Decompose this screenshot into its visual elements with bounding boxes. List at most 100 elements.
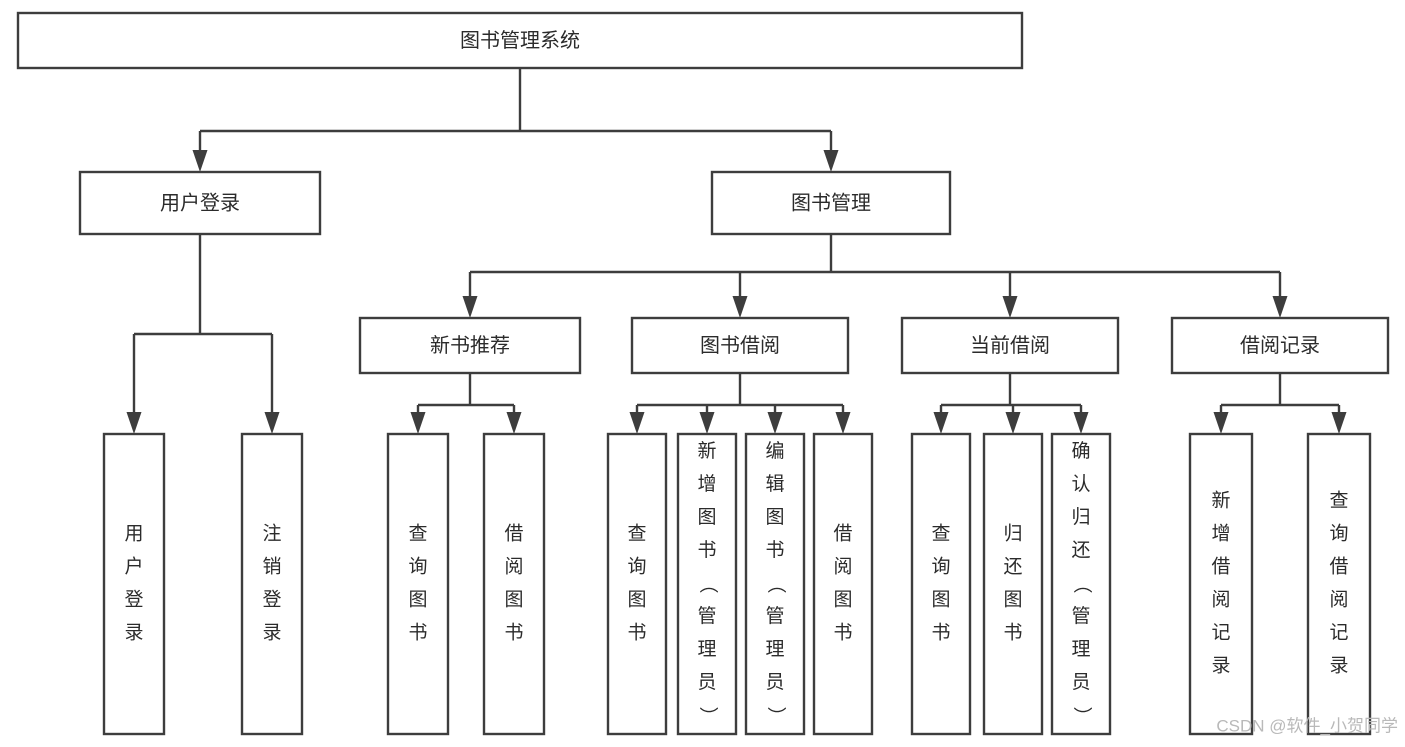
arrow-head-icon <box>629 412 645 434</box>
node-box-book-manage[interactable] <box>710 170 952 236</box>
node-box-leaf-user-login[interactable] <box>102 432 166 736</box>
connector-book-borrow <box>629 373 851 434</box>
arrow-head-icon <box>1073 412 1089 434</box>
node-box-leaf-edit-book[interactable] <box>744 432 806 736</box>
node-label-char: 询 <box>408 556 427 578</box>
node-label-char: ） <box>697 706 719 725</box>
node-label-char: 录 <box>1329 656 1348 677</box>
node-box-leaf-borrow-book-1[interactable] <box>482 432 546 736</box>
node-label-char: 销 <box>262 556 281 578</box>
node-box-leaf-user-logout[interactable] <box>240 432 304 736</box>
node-box-leaf-confirm-return[interactable] <box>1050 432 1112 736</box>
node-label-char: 书 <box>931 622 950 644</box>
node-label-char: 编 <box>765 440 784 462</box>
node-label-root: 图书管理系统 <box>460 29 580 52</box>
node-book-manage[interactable]: 图书管理 <box>710 170 952 236</box>
node-label-char: 记 <box>1329 622 1348 644</box>
node-box-user-login[interactable] <box>78 170 322 236</box>
node-layer: 图书管理系统用户登录图书管理新书推荐图书借阅当前借阅借阅记录用户登录注销登录查询… <box>16 11 1390 736</box>
node-label-char: 归 <box>1071 506 1090 528</box>
arrow-head-icon <box>1005 412 1021 434</box>
node-label-char: 用 <box>124 524 143 545</box>
connector-current-borrow <box>933 373 1089 434</box>
arrow-head-icon <box>1272 296 1288 318</box>
node-box-leaf-return-book[interactable] <box>982 432 1044 736</box>
node-label-char: 还 <box>1003 556 1022 578</box>
node-new-book-recommend[interactable]: 新书推荐 <box>358 316 582 375</box>
node-box-new-book-recommend[interactable] <box>358 316 582 375</box>
node-book-borrow[interactable]: 图书借阅 <box>630 316 850 375</box>
arrow-head-icon <box>732 296 748 318</box>
node-label-char: 员 <box>765 672 784 693</box>
node-label-char: 图 <box>931 590 950 611</box>
node-box-borrow-record[interactable] <box>1170 316 1390 375</box>
arrow-head-icon <box>699 412 715 434</box>
node-box-leaf-query-book-3[interactable] <box>910 432 972 736</box>
node-label-char: ） <box>765 706 787 725</box>
node-label-char: 书 <box>697 539 716 561</box>
arrow-head-icon <box>1002 296 1018 318</box>
node-label-char: 图 <box>627 590 646 611</box>
node-box-book-borrow[interactable] <box>630 316 850 375</box>
arrow-head-icon <box>1331 412 1347 434</box>
node-box-root[interactable] <box>16 11 1024 70</box>
node-label-char: 图 <box>697 507 716 528</box>
node-label-char: 询 <box>627 556 646 578</box>
node-label-borrow-record: 借阅记录 <box>1240 334 1320 357</box>
connector-book-manage <box>462 234 1288 318</box>
arrow-head-icon <box>835 412 851 434</box>
node-current-borrow[interactable]: 当前借阅 <box>900 316 1120 375</box>
connector-user-login <box>126 234 280 434</box>
node-box-leaf-query-borrow-record[interactable] <box>1306 432 1372 736</box>
node-label-char: 理 <box>765 639 784 660</box>
node-label-char: 增 <box>697 473 716 495</box>
node-leaf-user-login[interactable]: 用户登录 <box>102 432 166 736</box>
node-label-char: 借 <box>1329 556 1348 578</box>
node-box-leaf-borrow-book-2[interactable] <box>812 432 874 736</box>
node-label-char: 书 <box>408 622 427 644</box>
arrow-head-icon <box>126 412 142 434</box>
node-label-char: 归 <box>1003 523 1022 545</box>
node-box-leaf-add-book[interactable] <box>676 432 738 736</box>
node-label-char: 阅 <box>1211 589 1230 611</box>
node-borrow-record[interactable]: 借阅记录 <box>1170 316 1390 375</box>
node-box-leaf-add-borrow-record[interactable] <box>1188 432 1254 736</box>
node-label-char: 询 <box>1329 523 1348 545</box>
node-label-char: 借 <box>833 523 852 545</box>
node-label-char: 查 <box>931 523 950 545</box>
node-box-leaf-query-book-2[interactable] <box>606 432 668 736</box>
node-label-char: 书 <box>833 622 852 644</box>
arrow-head-icon <box>192 150 208 172</box>
node-label-char: 书 <box>1003 622 1022 644</box>
node-label-char: 注 <box>262 523 281 545</box>
node-box-current-borrow[interactable] <box>900 316 1120 375</box>
node-root[interactable]: 图书管理系统 <box>16 11 1024 70</box>
node-label-char: 还 <box>1071 539 1090 561</box>
node-label-book-manage: 图书管理 <box>791 191 871 214</box>
node-label-char: （ <box>765 574 787 593</box>
node-label-char: 阅 <box>1329 589 1348 611</box>
connector-root <box>192 68 839 172</box>
node-label-char: 图 <box>1003 590 1022 611</box>
node-user-login[interactable]: 用户登录 <box>78 170 322 236</box>
node-box-leaf-query-book-1[interactable] <box>386 432 450 736</box>
